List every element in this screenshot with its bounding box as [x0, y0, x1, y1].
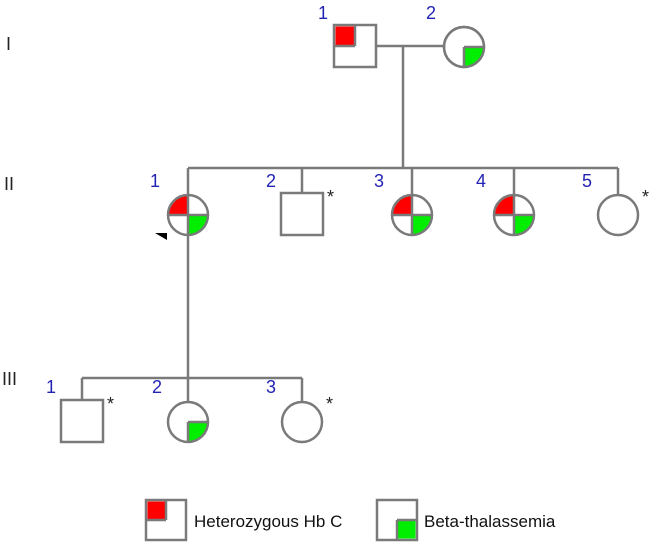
female-circle — [596, 193, 640, 237]
hbc-marker — [494, 195, 514, 215]
female-circle — [166, 193, 210, 237]
individual-ii-1[interactable]: 1 — [150, 171, 210, 240]
individual-iii-1[interactable]: 1 * — [46, 377, 114, 444]
beta-thal-marker — [188, 422, 208, 442]
hbc-marker — [392, 195, 412, 215]
beta-thal-marker — [188, 215, 208, 235]
legend-item-beta-thal: Beta-thalassemia — [375, 498, 556, 542]
female-circle — [166, 400, 210, 444]
female-circle — [492, 193, 536, 237]
individual-number: 2 — [426, 3, 436, 23]
asterisk-marker: * — [327, 187, 334, 207]
individual-iii-3[interactable]: 3 * — [266, 377, 333, 444]
individual-ii-3[interactable]: 3 — [374, 171, 434, 237]
asterisk-marker: * — [642, 187, 649, 207]
asterisk-marker: * — [107, 394, 114, 414]
individual-number: 4 — [476, 171, 486, 191]
male-square — [279, 191, 325, 237]
individual-ii-2[interactable]: 2 * — [266, 171, 334, 237]
individual-number: 5 — [582, 171, 592, 191]
beta-thal-marker — [412, 215, 432, 235]
individual-ii-5[interactable]: 5 * — [582, 171, 649, 237]
connection-lines — [80, 44, 620, 402]
hbc-marker — [147, 501, 166, 520]
hbc-marker — [335, 26, 355, 46]
female-circle — [390, 193, 434, 237]
hbc-marker — [168, 195, 188, 215]
generation-label-ii: II — [4, 174, 14, 194]
individual-number: 1 — [318, 3, 328, 23]
female-circle — [280, 400, 324, 444]
beta-thal-marker — [397, 520, 416, 539]
legend-label-hbc: Heterozygous Hb C — [194, 512, 342, 531]
asterisk-marker: * — [326, 394, 333, 414]
proband-arrow-icon — [155, 233, 167, 240]
individual-number: 3 — [266, 377, 276, 397]
legend-label-beta-thal: Beta-thalassemia — [424, 512, 556, 531]
individual-iii-2[interactable]: 2 — [152, 377, 210, 444]
individual-number: 2 — [152, 377, 162, 397]
beta-thal-marker — [514, 215, 534, 235]
legend: Heterozygous Hb C Beta-thalassemia — [144, 498, 556, 542]
male-square — [59, 398, 105, 444]
individual-number: 3 — [374, 171, 384, 191]
individual-ii-4[interactable]: 4 — [476, 171, 536, 237]
generation-label-iii: III — [2, 369, 17, 389]
legend-item-het-hbc: Heterozygous Hb C — [144, 498, 342, 542]
beta-thal-marker — [464, 47, 484, 67]
individual-i-2[interactable]: 2 — [426, 3, 486, 69]
individual-number: 1 — [46, 377, 56, 397]
generation-label-i: I — [6, 34, 11, 54]
individual-number: 2 — [266, 171, 276, 191]
individual-number: 1 — [150, 171, 160, 191]
individual-i-1[interactable]: 1 — [318, 3, 378, 69]
